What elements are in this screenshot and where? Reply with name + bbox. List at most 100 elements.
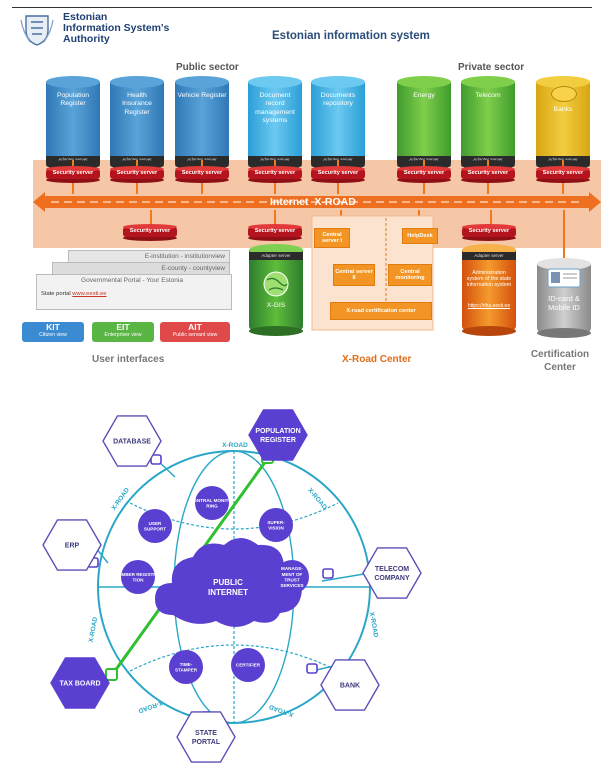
- node-label: TION: [133, 577, 145, 582]
- connector: [563, 210, 565, 260]
- xroad-ring-label: X-ROAD: [306, 487, 328, 511]
- node-label: TAX BOARD: [59, 680, 100, 687]
- xroad-ring-label: X-ROAD: [368, 612, 379, 639]
- user-view-code: EIT: [116, 322, 130, 332]
- security-server: Security server: [397, 166, 451, 183]
- database-label: Vehicle Register: [177, 92, 227, 99]
- org-line-2: Information System's: [63, 22, 170, 34]
- org-line-3: Authority: [63, 33, 110, 45]
- riha-link[interactable]: https://riha.eesti.ee: [467, 303, 511, 309]
- coins-icon: [551, 86, 577, 102]
- security-server: Security server: [461, 166, 515, 183]
- node-label: BANK: [340, 682, 360, 689]
- node-label: POPULATION: [255, 428, 300, 435]
- security-server-icon: [105, 668, 118, 681]
- service-certifier: CERTIFIER: [231, 648, 265, 682]
- security-server-xgis: Security server: [248, 224, 302, 241]
- node-label: DATABASE: [113, 438, 151, 445]
- node-label: REGISTER: [260, 437, 296, 444]
- node-label: MANAGE-: [281, 566, 303, 571]
- node-label: STAMPER: [175, 667, 198, 672]
- hexagon-database: DATABASE: [102, 415, 162, 467]
- node-label: PORTAL: [192, 739, 221, 746]
- connector: [274, 210, 276, 228]
- private-sector-label: Private sector: [458, 62, 525, 73]
- xroad-network-diagram: PUBLIC INTERNET CENTRAL MONITO-RINGUSERS…: [42, 409, 422, 763]
- database-cylinder: Vehicle RegisterAdapter server: [175, 76, 229, 170]
- connector: [490, 210, 492, 228]
- idcard-cylinder: ID-card & Mobile ID: [537, 258, 591, 338]
- database-label: Population Register: [56, 92, 90, 108]
- security-server: Security server: [110, 166, 164, 183]
- hexagon-tax-board: TAX BOARD: [50, 657, 110, 709]
- xroad-label: Internet X-ROAD: [270, 196, 356, 208]
- database-cylinder: Health Insurance RegisterAdapter server: [110, 76, 164, 170]
- public-internet-cloud: [155, 538, 302, 627]
- xgis-label: X-GIS: [266, 302, 286, 309]
- id-card-icon: [547, 268, 581, 288]
- state-portal-label: State portal: [41, 291, 71, 297]
- organization-name: Estonian Information System's Authority: [63, 12, 169, 45]
- database-label: Banks: [553, 106, 573, 113]
- eesti-link[interactable]: www.eesti.ee: [72, 291, 107, 297]
- internet-label: Internet: [270, 196, 309, 208]
- database-label: Documents repository: [320, 92, 356, 108]
- globe-icon: [263, 271, 289, 297]
- security-server: Security server: [311, 166, 365, 183]
- node-label: COMPANY: [374, 575, 410, 582]
- governmental-portal-layer: Governmental Portal - Your Estonia State…: [36, 274, 232, 310]
- user-view-code: KIT: [46, 322, 60, 332]
- central-server-1: Central server I: [314, 228, 350, 248]
- xroad-ring-label: X-ROAD: [268, 703, 295, 718]
- central-monitoring-box: Central monitoring: [388, 264, 432, 286]
- server-icon: [322, 568, 334, 579]
- security-server-admin: Security server: [462, 224, 516, 241]
- xgis-cylinder: Adapter server X-GIS: [249, 244, 303, 336]
- user-view-caption: Citizen view: [39, 332, 67, 338]
- node-label: USER: [149, 521, 162, 526]
- database-label: Energy: [413, 92, 435, 99]
- xroad-ring-label: X-ROAD: [137, 699, 164, 714]
- node-label: SUPPORT: [144, 526, 166, 531]
- user-view-caption: Enterpriser view: [104, 332, 142, 338]
- security-server: Security server: [536, 166, 590, 183]
- hexagon-population-register: POPULATION REGISTER: [248, 409, 308, 461]
- database-cylinder: BanksAdapter server: [536, 76, 590, 170]
- xroad-bus-arrow: [33, 192, 601, 212]
- database-cylinder: TelecomAdapter server: [461, 76, 515, 170]
- node-label: TRUST: [284, 577, 300, 582]
- xroad-center-label: X-Road Center: [342, 354, 412, 365]
- node-label: SUPER-: [267, 520, 285, 525]
- database-label: Telecom: [475, 92, 501, 99]
- connector: [150, 210, 152, 228]
- hexagon-state-portal: STATE PORTAL: [176, 711, 236, 763]
- database-cylinder: Documents repositoryAdapter server: [311, 76, 365, 170]
- state-portal-line: State portal www.eesti.ee: [37, 291, 227, 297]
- node-label: STATE: [195, 730, 217, 737]
- xroad-ring-label: X-ROAD: [222, 442, 248, 449]
- node-label: RING: [206, 503, 218, 508]
- database-cylinder: Document record management systemsAdapte…: [248, 76, 302, 170]
- central-server-2: Central server II: [333, 264, 375, 286]
- cloud-label-1: PUBLIC: [213, 578, 243, 587]
- node-label: SERVICES: [280, 583, 303, 588]
- node-label: CERTIFIER: [236, 663, 261, 668]
- database-label: Document record management systems: [255, 92, 295, 125]
- top-rule: [12, 7, 592, 8]
- cloud-label-2: INTERNET: [208, 588, 248, 597]
- xroad-ring-label: X-ROAD: [88, 616, 99, 643]
- node-label: TIME-: [180, 662, 193, 667]
- node-label: CENTRAL MONITO-: [191, 498, 234, 503]
- database-cylinder: Population RegisterAdapter server: [46, 76, 100, 170]
- node-label: MENT OF: [282, 572, 303, 577]
- public-sector-label: Public sector: [176, 62, 239, 73]
- admin-system-label: Administration system of the state infor…: [466, 270, 512, 289]
- connector-telecom: [321, 572, 371, 582]
- helpdesk-box: HelpDesk: [402, 228, 438, 244]
- service-supervision: SUPER-VISION: [259, 508, 293, 542]
- admin-system-cylinder: Adapter server Administration system of …: [462, 244, 516, 336]
